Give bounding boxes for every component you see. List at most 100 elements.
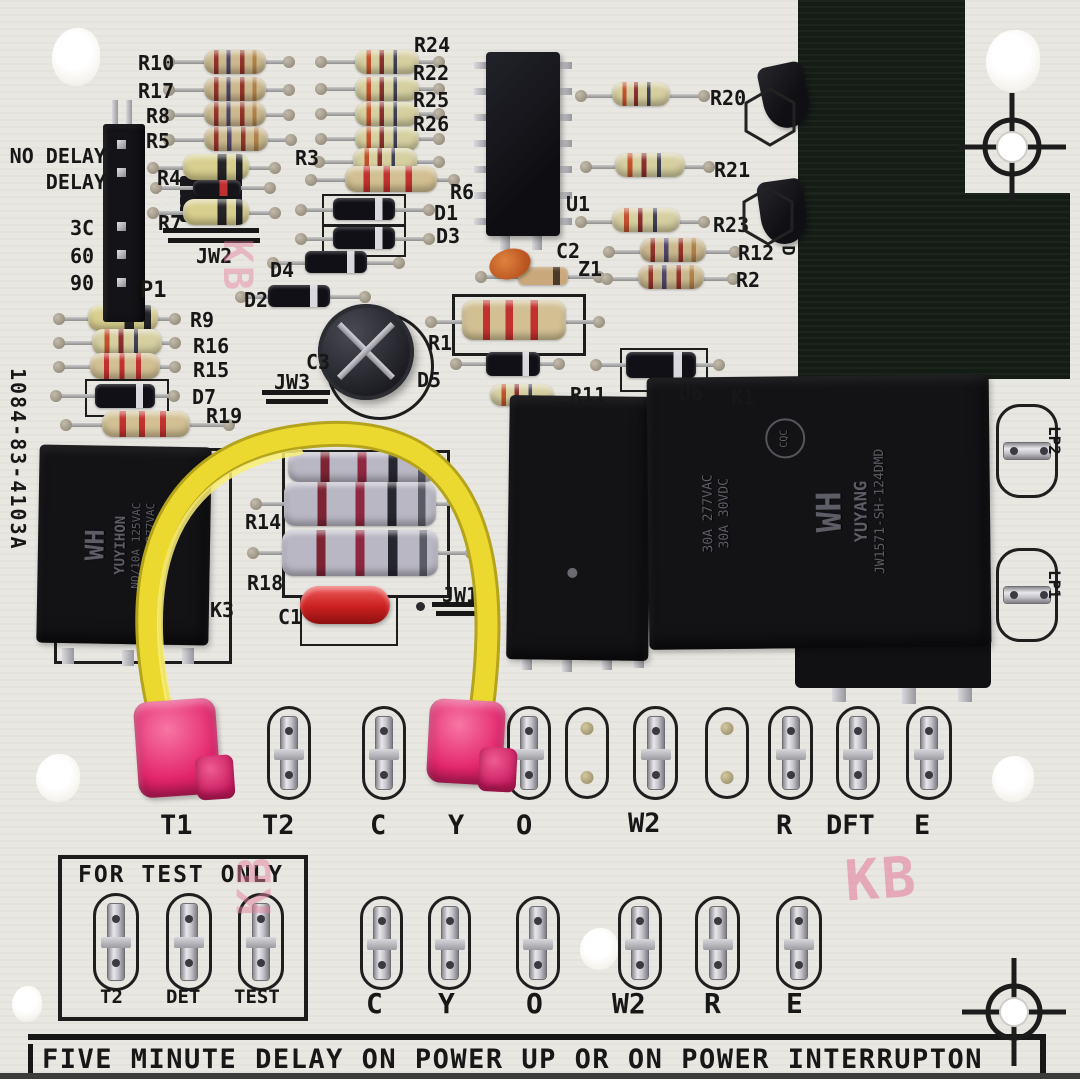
- label-terminal-w2: W2: [628, 808, 661, 839]
- label-d1: D1: [434, 201, 459, 225]
- resistor-r6: [345, 166, 437, 192]
- relay-k1-logo: CQC: [778, 429, 791, 448]
- label-k3: K3: [210, 598, 235, 622]
- relay-k1-base: [795, 640, 991, 688]
- label-r20: R20: [710, 86, 747, 110]
- bottom-terminal-e[interactable]: [776, 896, 822, 990]
- relay-k3: WH YUYIHON NO/10A 125VAC NO/10A 277VAC H…: [36, 444, 212, 646]
- label-r17: R17: [138, 79, 175, 103]
- label-d6: D6: [679, 381, 704, 405]
- terminal-lp2[interactable]: [996, 404, 1058, 498]
- resistor-gray-top: [288, 452, 436, 482]
- resistor-r22: [355, 77, 419, 101]
- bottom-terminal-o[interactable]: [516, 896, 560, 990]
- board-part-number: 1084-83-4103A: [6, 368, 30, 551]
- resistor-r17: [204, 77, 266, 101]
- label-c3: C3: [306, 350, 331, 374]
- relay-k3-brand: YUYIHON: [111, 515, 129, 575]
- kb-stamp-left: KB: [214, 238, 261, 294]
- label-r18: R18: [247, 571, 284, 595]
- terminal-spare-2: [705, 707, 749, 799]
- test-box-title: FOR TEST ONLY: [77, 862, 284, 888]
- header-pin: [126, 100, 132, 128]
- diode-z2: [193, 180, 241, 196]
- resistor-r1: [462, 300, 566, 340]
- label-jw3: JW3: [274, 370, 311, 394]
- label-p1: P1: [140, 278, 167, 303]
- notice-bracket-right: [1040, 1034, 1046, 1076]
- terminal-t2[interactable]: [267, 706, 311, 800]
- board-bottom-edge: [0, 1073, 1080, 1079]
- capacitor-c3: [318, 304, 414, 400]
- test-terminal-test[interactable]: [238, 893, 284, 991]
- relay-k1-brand: YUYANG: [851, 480, 872, 543]
- mount-hole-top-left: [52, 28, 100, 86]
- diode-d7: [95, 384, 155, 408]
- resistor-r26: [355, 127, 419, 151]
- mount-hole-top-right: [986, 30, 1040, 92]
- label-c1: C1: [278, 605, 303, 629]
- resistor-r12: [640, 238, 706, 262]
- terminal-e[interactable]: [906, 706, 952, 800]
- dark-copper-region-lower: [798, 193, 1070, 379]
- label-r23: R23: [713, 213, 750, 237]
- terminal-spare-1: [565, 707, 609, 799]
- label-delay: DELAY: [45, 170, 106, 194]
- mount-hole-bottom-center: [580, 928, 618, 970]
- jumper-jw3: [262, 390, 330, 395]
- relay-k3-rating2: NO/10A 277VAC: [142, 502, 158, 589]
- label-d5: D5: [417, 368, 442, 392]
- terminal-lp1[interactable]: [996, 548, 1058, 642]
- resistor-r7: [183, 199, 249, 225]
- mount-hole-mid-left: [36, 754, 80, 802]
- label-r1: R1: [428, 331, 453, 355]
- resistor-r20: [612, 82, 670, 106]
- label-r26: R26: [413, 112, 450, 136]
- diode-d3: [333, 227, 395, 249]
- bottom-notice-text: FIVE MINUTE DELAY ON POWER UP OR ON POWE…: [42, 1044, 984, 1075]
- pink-connector-t1[interactable]: [132, 697, 222, 799]
- resistor-r19: [102, 411, 190, 437]
- bottom-terminal-c[interactable]: [360, 896, 403, 990]
- resistor-r5: [204, 127, 268, 151]
- ic-u1: [486, 52, 560, 236]
- label-bottom-y: Y: [438, 987, 455, 1020]
- dark-copper-region-upper: [798, 0, 965, 196]
- terminal-r[interactable]: [768, 706, 813, 800]
- label-terminal-r: R: [776, 810, 793, 841]
- label-terminal-lp1: LP1: [1045, 570, 1064, 599]
- jumper-jw1: [436, 611, 482, 616]
- bottom-terminal-y[interactable]: [428, 896, 471, 990]
- label-bottom-c: C: [366, 987, 383, 1020]
- test-terminal-det[interactable]: [166, 893, 212, 991]
- test-terminal-t2[interactable]: [93, 893, 139, 991]
- label-r16: R16: [193, 334, 230, 358]
- label-r24: R24: [414, 33, 451, 57]
- terminal-w2[interactable]: [633, 706, 678, 800]
- label-r11: R11: [570, 383, 607, 407]
- relay-k3-rating1: NO/10A 125VAC: [128, 502, 144, 589]
- diode-z1: [518, 267, 568, 285]
- label-d2: D2: [244, 288, 269, 312]
- bottom-terminal-r[interactable]: [695, 896, 740, 990]
- terminal-c[interactable]: [362, 706, 406, 800]
- label-k1: K1: [731, 385, 756, 409]
- relay-k1-model: JW1571-SH-124DMD: [872, 448, 889, 575]
- label-u1: U1: [566, 192, 591, 216]
- diode-d4: [305, 251, 367, 273]
- pink-connector-y[interactable]: [425, 698, 507, 786]
- header-pin: [112, 100, 118, 128]
- label-r7: R7: [158, 211, 183, 235]
- bottom-terminal-w2[interactable]: [618, 896, 662, 990]
- relay-k1-brand-top: WH: [809, 491, 851, 533]
- test-box: [58, 855, 308, 1021]
- label-r10: R10: [138, 51, 175, 75]
- label-r12-mark: D: [777, 245, 798, 256]
- terminal-dft[interactable]: [836, 706, 880, 800]
- relay-middle: [506, 395, 652, 661]
- label-terminal-y: Y: [448, 810, 465, 841]
- mount-hole-bottom-left: [12, 986, 42, 1022]
- label-z1: Z1: [578, 257, 603, 281]
- label-test-test: TEST: [234, 986, 280, 1008]
- diode-d2: [268, 285, 330, 307]
